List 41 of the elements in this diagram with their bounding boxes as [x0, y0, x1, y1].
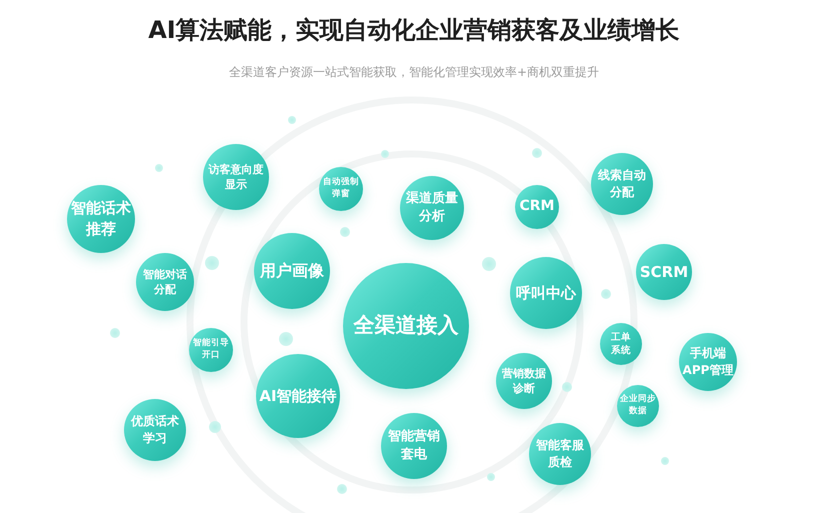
subtitle: 全渠道客户资源一站式智能获取，智能化管理实现效率+商机双重提升 — [228, 64, 600, 81]
topic-bubble — [189, 328, 233, 372]
bubble-label: 智能客服质检 — [534, 437, 585, 471]
bubble-label: SCRM — [640, 262, 688, 282]
bubble-label: CRM — [520, 197, 554, 216]
topic-bubble — [124, 399, 186, 461]
topic-bubble — [515, 185, 559, 229]
bubble-label: 访客意向度显示 — [207, 162, 264, 192]
bubble-label: 手机端APP管理 — [682, 345, 734, 379]
topic-bubble — [203, 144, 269, 210]
bubble-label: 渠道质量分析 — [405, 190, 459, 226]
topic-bubble — [319, 167, 363, 211]
bubble-label: AI智能接待 — [259, 386, 337, 406]
bubble-label: 智能营销套电 — [387, 428, 441, 464]
bubble-label: 呼叫中心 — [516, 282, 576, 304]
topic-bubble — [496, 353, 552, 409]
topic-bubble — [510, 257, 582, 329]
bubble-label: 用户画像 — [260, 260, 324, 282]
bubble-label: 工单系统 — [610, 330, 632, 358]
topic-bubble — [600, 323, 642, 365]
bubble-label: 营销数据诊断 — [501, 366, 547, 396]
bubble-label: 优质话术学习 — [130, 413, 180, 447]
topic-bubble — [636, 244, 692, 300]
topic-bubble — [617, 385, 659, 427]
bubble-label: 智能引导开口 — [192, 338, 230, 362]
topic-bubble — [529, 423, 591, 485]
topic-bubble — [400, 176, 464, 240]
topic-bubble — [67, 185, 135, 253]
topic-bubble — [254, 233, 330, 309]
bubble-label: 智能话术推荐 — [70, 198, 132, 240]
topic-bubble — [591, 153, 653, 215]
bubble-label: 自动强制弹窗 — [322, 177, 360, 201]
topic-bubble — [256, 354, 340, 438]
topic-bubble — [679, 333, 737, 391]
bubble-label: 企业同步数据 — [619, 394, 657, 418]
bubble-label: 线索自动分配 — [596, 167, 647, 201]
topic-bubble — [136, 253, 194, 311]
bubble-label: 智能对话分配 — [142, 266, 188, 298]
page-title: AI算法赋能，实现自动化企业营销获客及业绩增长 — [148, 15, 680, 46]
topic-bubble — [381, 413, 447, 479]
bubble-label: 全渠道接入 — [354, 312, 458, 340]
